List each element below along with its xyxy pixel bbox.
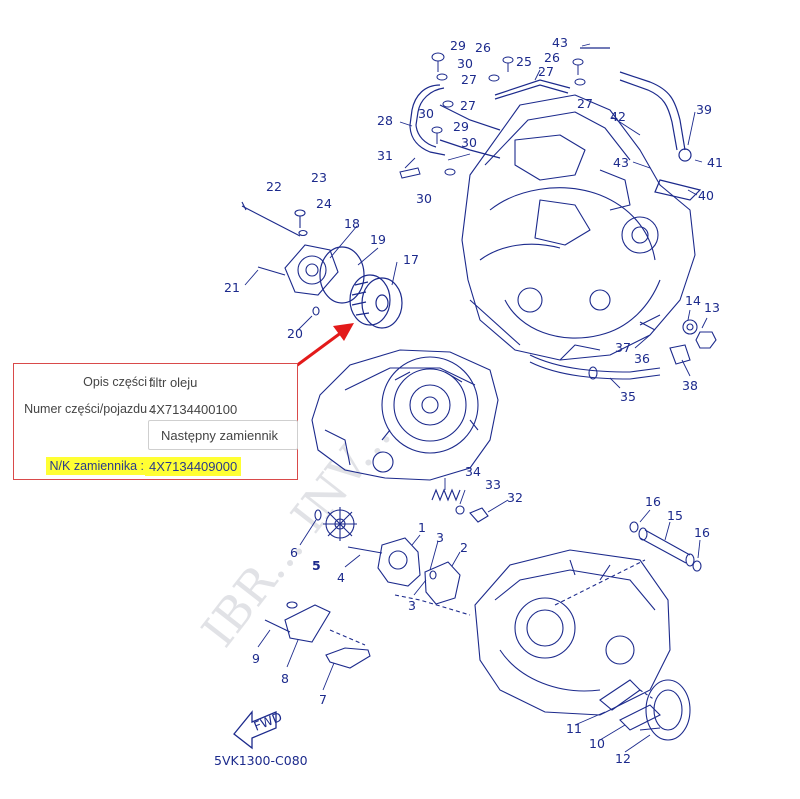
callout-30[interactable]: 30 <box>461 135 477 150</box>
relief-valve <box>431 488 489 523</box>
callout-13[interactable]: 13 <box>704 300 720 315</box>
callout-3[interactable]: 3 <box>408 598 416 613</box>
replacement-number-row: N/K zamiennika : 4X7134409000 <box>14 457 299 479</box>
replacement-number-label: N/K zamiennika : <box>45 457 148 475</box>
callout-26[interactable]: 26 <box>475 40 491 55</box>
callout-1[interactable]: 1 <box>418 520 426 535</box>
callout-20[interactable]: 20 <box>287 326 303 341</box>
crankcase-upper <box>461 94 696 361</box>
replacement-number-value: 4X7134409000 <box>145 457 242 476</box>
leader-lines <box>244 43 708 753</box>
callout-17[interactable]: 17 <box>403 252 419 267</box>
callout-3[interactable]: 3 <box>436 530 444 545</box>
callout-41[interactable]: 41 <box>707 155 723 170</box>
upper-fasteners <box>399 52 586 179</box>
callout-9[interactable]: 9 <box>252 651 260 666</box>
callout-43[interactable]: 43 <box>613 155 629 170</box>
callout-23[interactable]: 23 <box>311 170 327 185</box>
callout-15[interactable]: 15 <box>667 508 683 523</box>
callout-4[interactable]: 4 <box>337 570 345 585</box>
callout-40[interactable]: 40 <box>698 188 714 203</box>
crankcase-cover <box>311 349 499 481</box>
callout-42[interactable]: 42 <box>610 109 626 124</box>
oil-filter-cover <box>241 201 339 316</box>
callout-30[interactable]: 30 <box>418 106 434 121</box>
callout-35[interactable]: 35 <box>620 389 636 404</box>
part-description-label: Opis części : <box>83 375 154 389</box>
callout-31[interactable]: 31 <box>377 148 393 163</box>
oil-pipes <box>409 47 702 201</box>
callout-30[interactable]: 30 <box>416 191 432 206</box>
callout-27[interactable]: 27 <box>460 98 476 113</box>
part-description-row: Opis części : filtr oleju <box>14 375 299 395</box>
callout-36[interactable]: 36 <box>634 351 650 366</box>
callout-30[interactable]: 30 <box>457 56 473 71</box>
side-fittings <box>529 314 717 380</box>
callout-32[interactable]: 32 <box>507 490 523 505</box>
callout-11[interactable]: 11 <box>566 721 582 736</box>
callout-37[interactable]: 37 <box>615 340 631 355</box>
drain-cover <box>599 679 691 741</box>
crankcase-lower <box>474 549 671 716</box>
callout-24[interactable]: 24 <box>316 196 332 211</box>
callout-5[interactable]: 5 <box>312 558 321 573</box>
callout-25[interactable]: 25 <box>516 54 532 69</box>
part-number-label: Numer części/pojazdu : <box>24 402 154 416</box>
callout-34[interactable]: 34 <box>465 464 481 479</box>
part-description-value: filtr oleju <box>149 375 198 390</box>
callout-16[interactable]: 16 <box>694 525 710 540</box>
callout-8[interactable]: 8 <box>281 671 289 686</box>
callout-29[interactable]: 29 <box>450 38 466 53</box>
fwd-arrow: FWD <box>233 709 284 750</box>
o-ring <box>319 246 365 304</box>
part-number-value: 4X7134400100 <box>149 402 238 417</box>
callout-19[interactable]: 19 <box>370 232 386 247</box>
callout-labels: 1 2 3 3 4 5 6 7 8 9 10 11 12 13 14 15 16… <box>224 35 723 766</box>
callout-12[interactable]: 12 <box>615 751 631 766</box>
callout-28[interactable]: 28 <box>377 113 393 128</box>
callout-26[interactable]: 26 <box>544 50 560 65</box>
oil-filter-element <box>349 274 403 329</box>
callout-6[interactable]: 6 <box>290 545 298 560</box>
part-number-row: Numer części/pojazdu : 4X7134400100 <box>14 402 299 422</box>
pointer-arrow <box>295 323 354 368</box>
oil-pipe-15 <box>554 521 702 606</box>
diagram-code: 5VK1300-C080 <box>214 753 308 768</box>
callout-27[interactable]: 27 <box>577 96 593 111</box>
callout-38[interactable]: 38 <box>682 378 698 393</box>
callout-16[interactable]: 16 <box>645 494 661 509</box>
callout-33[interactable]: 33 <box>485 477 501 492</box>
callout-7[interactable]: 7 <box>319 692 327 707</box>
callout-39[interactable]: 39 <box>696 102 712 117</box>
callout-18[interactable]: 18 <box>344 216 360 231</box>
callout-2[interactable]: 2 <box>460 540 468 555</box>
callout-22[interactable]: 22 <box>266 179 282 194</box>
part-info-panel: Opis części : filtr oleju Numer części/p… <box>13 363 298 480</box>
callout-27[interactable]: 27 <box>461 72 477 87</box>
oil-pump-assembly <box>264 507 471 669</box>
callout-43[interactable]: 43 <box>552 35 568 50</box>
callout-14[interactable]: 14 <box>685 293 701 308</box>
callout-10[interactable]: 10 <box>589 736 605 751</box>
next-replacement-button[interactable]: Następny zamiennik <box>148 420 298 450</box>
callout-27[interactable]: 27 <box>538 64 554 79</box>
callout-21[interactable]: 21 <box>224 280 240 295</box>
callout-29[interactable]: 29 <box>453 119 469 134</box>
